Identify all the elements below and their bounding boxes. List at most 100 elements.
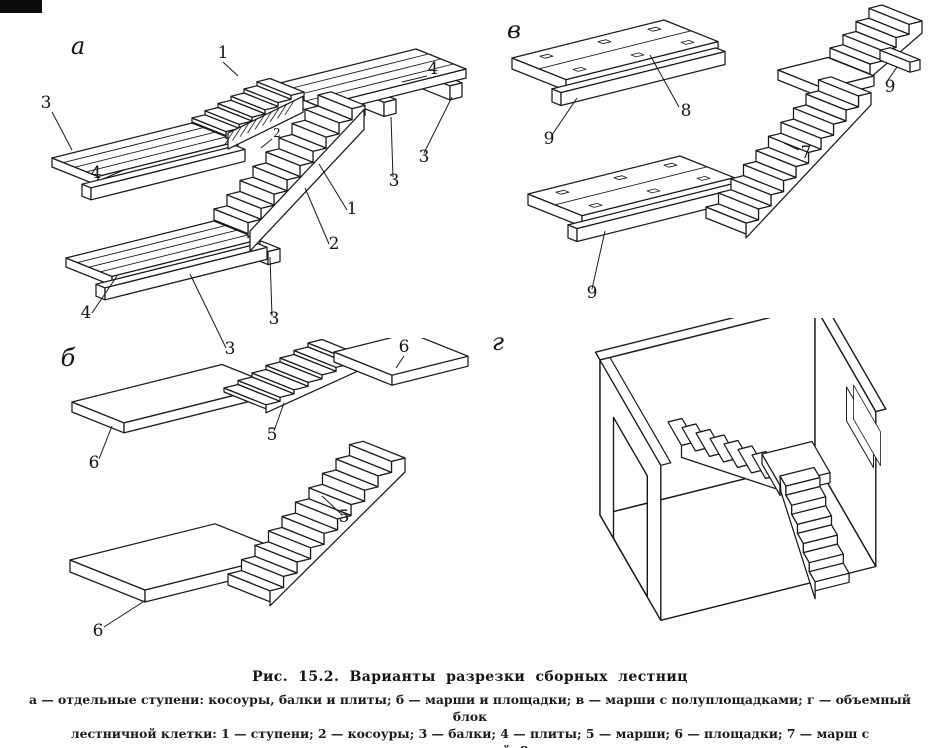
leader-line: [390, 116, 394, 178]
callout-landing: 6: [93, 621, 104, 641]
scan-artifact-bar: [0, 0, 42, 13]
panel-a-annotations: а 1 4 3 4 2 3 3 1 2 3 4 3: [41, 32, 453, 359]
leader-line: [98, 425, 113, 460]
legend-line-1: а — отдельные ступени: косоуры, балки и …: [28, 692, 912, 725]
panel-g: г: [492, 318, 887, 621]
callout-steps: 1: [347, 199, 358, 219]
drawn-shape: [251, 368, 309, 391]
callout-steps: 1: [218, 43, 229, 63]
leader-line: [189, 273, 227, 349]
drawn-shape: [555, 189, 570, 195]
drawn-line: [77, 225, 226, 264]
drawn-line: [224, 129, 235, 145]
drawn-shape: [551, 47, 726, 94]
drawn-shape: [252, 162, 301, 181]
drawn-shape: [805, 90, 860, 111]
drawn-line: [554, 166, 708, 206]
drawn-shape: [249, 108, 365, 252]
leader-line: [51, 111, 73, 151]
leader-line: [591, 230, 606, 290]
drawn-shape: [227, 569, 285, 592]
drawn-shape: [646, 188, 661, 194]
leader-line: [260, 138, 273, 149]
drawn-shape: [449, 82, 463, 101]
drawn-shape: [742, 160, 797, 182]
leader-line: [304, 187, 330, 245]
drawn-shape: [333, 338, 469, 376]
leader-line: [91, 275, 118, 314]
drawn-shape: [256, 77, 305, 96]
drawn-shape: [230, 92, 279, 111]
panel-b-letter: б: [61, 344, 76, 372]
drawn-shape: [767, 132, 822, 154]
drawn-shape: [243, 85, 292, 104]
drawn-shape: [227, 95, 304, 150]
drawn-line: [232, 126, 242, 141]
leader-line: [102, 169, 125, 180]
drawn-line: [100, 234, 249, 273]
panel-a-letter: а: [71, 32, 85, 60]
drawn-shape: [223, 383, 281, 406]
drawn-line: [74, 131, 216, 168]
stair-block-g: [594, 318, 887, 621]
drawn-shape: [267, 247, 281, 266]
drawn-shape: [95, 243, 268, 289]
drawn-line: [63, 127, 204, 164]
drawn-line: [292, 58, 442, 97]
drawn-shape: [777, 56, 875, 90]
callout-stringer: 2: [329, 234, 340, 254]
drawn-shape: [814, 572, 850, 592]
panel-v: в 9 8 9 7 9: [507, 4, 923, 303]
legend-line-2: лестничной клетки: 1 — ступени; 2 — косо…: [70, 726, 870, 748]
drawn-shape: [572, 67, 587, 72]
drawn-shape: [539, 53, 554, 59]
callout-beam: 3: [41, 93, 52, 113]
panel-b: б 6 5 6 5 6: [61, 338, 469, 641]
callout-flight: 5: [267, 425, 278, 445]
drawn-shape: [254, 541, 312, 563]
panel-g-letter: г: [492, 328, 504, 356]
callout-girder: 9: [587, 283, 598, 303]
drawn-shape: [647, 26, 662, 32]
drawn-shape: [853, 384, 881, 467]
drawn-shape: [680, 40, 695, 45]
drawn-line: [262, 111, 272, 127]
drawn-shape: [81, 145, 246, 189]
drawn-line: [538, 30, 692, 70]
drawn-shape: [780, 118, 835, 139]
leader-line: [885, 66, 898, 84]
drawn-shape: [265, 361, 323, 383]
stair-assembly-a: [51, 48, 467, 301]
drawn-shape: [705, 203, 760, 224]
leader-line: [273, 402, 285, 432]
callout-beam: 3: [225, 339, 236, 359]
callout-stringer: 2: [273, 126, 281, 140]
drawn-shape: [278, 133, 327, 152]
leader-line: [103, 599, 147, 628]
drawn-shape: [909, 59, 921, 73]
drawn-shape: [291, 119, 340, 138]
drawn-shape: [267, 526, 325, 549]
stair-assembly-v: [511, 4, 923, 243]
panel-v-letter: в: [507, 16, 521, 44]
drawn-shape: [717, 189, 772, 210]
callout-flight: 5: [339, 507, 350, 527]
drawn-shape: [855, 17, 910, 39]
callout-girder: 9: [885, 77, 896, 97]
drawn-shape: [335, 454, 393, 477]
drawn-shape: [817, 76, 872, 97]
callout-beam: 3: [269, 309, 280, 329]
drawn-shape: [294, 498, 352, 520]
figure-caption: Рис. 15.2. Варианты разрезки сборных лес…: [252, 669, 688, 685]
drawn-shape: [730, 174, 785, 196]
callout-landing: 6: [399, 338, 410, 357]
callout-half-landing: 8: [681, 101, 692, 121]
leader-line: [423, 96, 453, 154]
callout-slab: 4: [91, 163, 102, 183]
leader-line: [551, 97, 578, 136]
drawn-shape: [279, 353, 337, 376]
callout-slab: 4: [81, 303, 92, 323]
drawn-line: [269, 107, 280, 123]
stair-assembly-b: [69, 338, 469, 607]
drawn-shape: [383, 98, 397, 118]
